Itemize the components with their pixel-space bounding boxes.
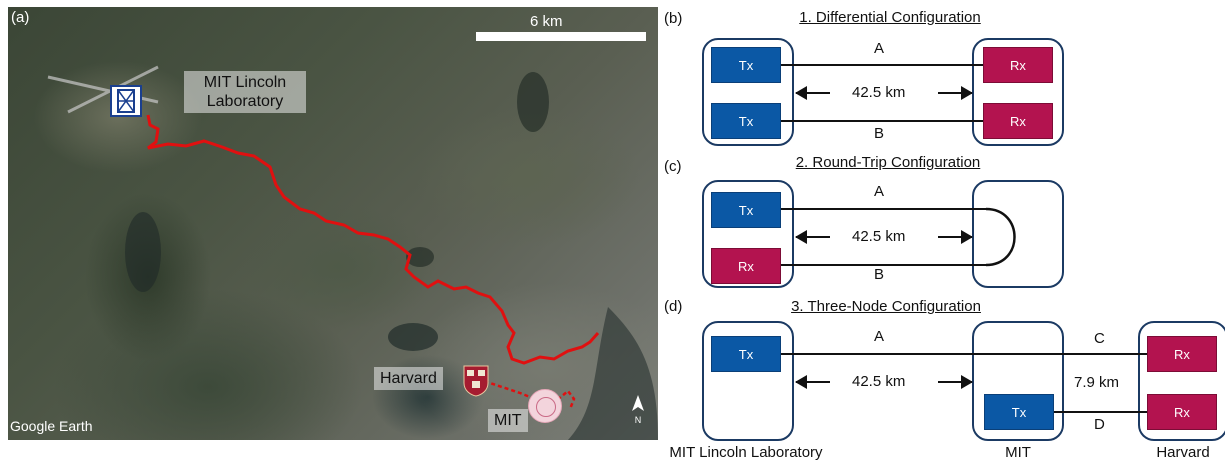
fiber-b-line-b — [781, 120, 983, 122]
fiber-ac-line-d — [781, 353, 1147, 355]
fiber-c-label-d: C — [1094, 330, 1105, 347]
mit-seal-logo — [528, 389, 562, 423]
rx-box-b2: Rx — [983, 103, 1053, 139]
site-label-mit: MIT — [1005, 444, 1031, 461]
distance-arrow-right-b — [938, 86, 973, 100]
fiber-b-label-c: B — [874, 266, 885, 283]
panel-d-title: 3. Three-Node Configuration — [791, 298, 981, 315]
distance-arrow-left-d — [795, 375, 830, 389]
scale-bar — [476, 32, 646, 41]
fiber-a-line-b — [781, 64, 983, 66]
fiber-b-line-c — [781, 264, 986, 266]
rx-box-harvard-d1: Rx — [1147, 336, 1217, 372]
mit-map-label: MIT — [488, 409, 528, 432]
fiber-a-label-c: A — [874, 183, 885, 200]
distance-label-b: 42.5 km — [852, 84, 906, 101]
harvard-shield-logo — [463, 365, 489, 397]
tx-box-mit-d: Tx — [984, 394, 1054, 430]
distance-arrow-left-b — [795, 86, 830, 100]
site-label-lincoln: MIT Lincoln Laboratory — [669, 444, 823, 461]
fiber-loopback-c — [985, 207, 1016, 267]
distance-arrow-right-d — [938, 375, 973, 389]
scale-bar-label: 6 km — [530, 13, 563, 30]
lincoln-lab-logo — [110, 85, 142, 117]
lincoln-map-label-line2: Laboratory — [206, 93, 284, 110]
panel-c-label: (c) — [664, 158, 682, 175]
svg-text:N: N — [635, 415, 642, 425]
panel-b-title: 1. Differential Configuration — [799, 9, 981, 26]
rx-box-b1: Rx — [983, 47, 1053, 83]
distance-label-d: 42.5 km — [852, 373, 906, 390]
node-remote-c — [972, 180, 1064, 288]
distance-arrow-right-c — [938, 230, 973, 244]
satellite-map: (a) 6 km MIT Lincoln Laboratory Harvard … — [8, 7, 658, 440]
tx-box-b2: Tx — [711, 103, 781, 139]
site-label-harvard: Harvard — [1156, 444, 1210, 461]
panel-a-label: (a) — [11, 9, 30, 26]
node-lincoln-b — [702, 38, 794, 146]
node-lincoln-c — [702, 180, 794, 288]
distance-label-c: 42.5 km — [852, 228, 906, 245]
tx-box-c: Tx — [711, 192, 781, 228]
fiber-a-label-d: A — [874, 328, 885, 345]
map-overlay — [47, 65, 658, 440]
panel-c-title: 2. Round-Trip Configuration — [795, 154, 981, 171]
north-compass-icon: N — [628, 393, 648, 425]
node-harvard-d — [1138, 321, 1225, 441]
harvard-map-label: Harvard — [374, 367, 443, 390]
distance-arrow-left-c — [795, 230, 830, 244]
fiber-route — [146, 114, 600, 365]
node-mit-d — [972, 321, 1064, 441]
fiber-b-label-b: B — [874, 125, 885, 142]
distance-short-label-d: 7.9 km — [1074, 374, 1120, 391]
rx-box-harvard-d2: Rx — [1147, 394, 1217, 430]
fiber-a-line-c — [781, 208, 986, 210]
node-remote-b — [972, 38, 1064, 146]
fiber-d-label-d: D — [1094, 416, 1105, 433]
rx-box-c: Rx — [711, 248, 781, 284]
fiber-a-label-b: A — [874, 40, 885, 57]
tx-box-b1: Tx — [711, 47, 781, 83]
google-earth-watermark: Google Earth — [10, 418, 93, 434]
panel-b-label: (b) — [664, 10, 683, 27]
tx-box-lincoln-d: Tx — [711, 336, 781, 372]
fiber-d-line-d — [1054, 411, 1147, 413]
node-lincoln-d — [702, 321, 794, 441]
lincoln-map-label: MIT Lincoln Laboratory — [184, 71, 306, 113]
lincoln-map-label-line1: MIT Lincoln — [203, 74, 287, 91]
panel-d-label: (d) — [664, 298, 683, 315]
